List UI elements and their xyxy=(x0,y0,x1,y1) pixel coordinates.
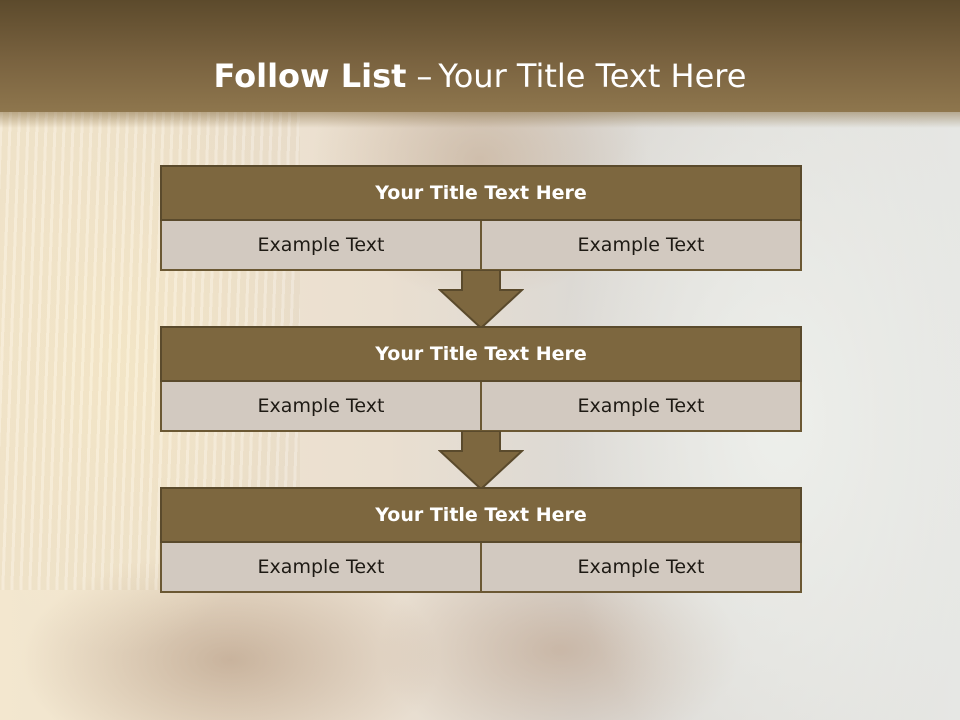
slide-title[interactable]: Follow List–Your Title Text Here xyxy=(0,54,960,98)
title-bar-fade xyxy=(0,112,960,128)
step-title[interactable]: Your Title Text Here xyxy=(160,326,802,382)
step-cell-right[interactable]: Example Text xyxy=(482,543,802,593)
follow-step-1[interactable]: Your Title Text Here Example Text Exampl… xyxy=(160,165,802,271)
step-title[interactable]: Your Title Text Here xyxy=(160,487,802,543)
slide-title-bold: Follow List xyxy=(213,57,407,95)
step-cell-left[interactable]: Example Text xyxy=(160,543,482,593)
step-row: Example Text Example Text xyxy=(160,543,802,593)
step-cell-left[interactable]: Example Text xyxy=(160,382,482,432)
follow-step-3[interactable]: Your Title Text Here Example Text Exampl… xyxy=(160,487,802,593)
down-arrow-icon xyxy=(438,270,524,330)
step-cell-right[interactable]: Example Text xyxy=(482,221,802,271)
title-bar xyxy=(0,0,960,112)
slide-title-rest: Your Title Text Here xyxy=(438,57,747,95)
follow-step-2[interactable]: Your Title Text Here Example Text Exampl… xyxy=(160,326,802,432)
step-cell-right[interactable]: Example Text xyxy=(482,382,802,432)
down-arrow-icon xyxy=(438,431,524,491)
step-row: Example Text Example Text xyxy=(160,382,802,432)
step-cell-left[interactable]: Example Text xyxy=(160,221,482,271)
step-title[interactable]: Your Title Text Here xyxy=(160,165,802,221)
step-row: Example Text Example Text xyxy=(160,221,802,271)
slide-title-separator: – xyxy=(416,57,433,95)
